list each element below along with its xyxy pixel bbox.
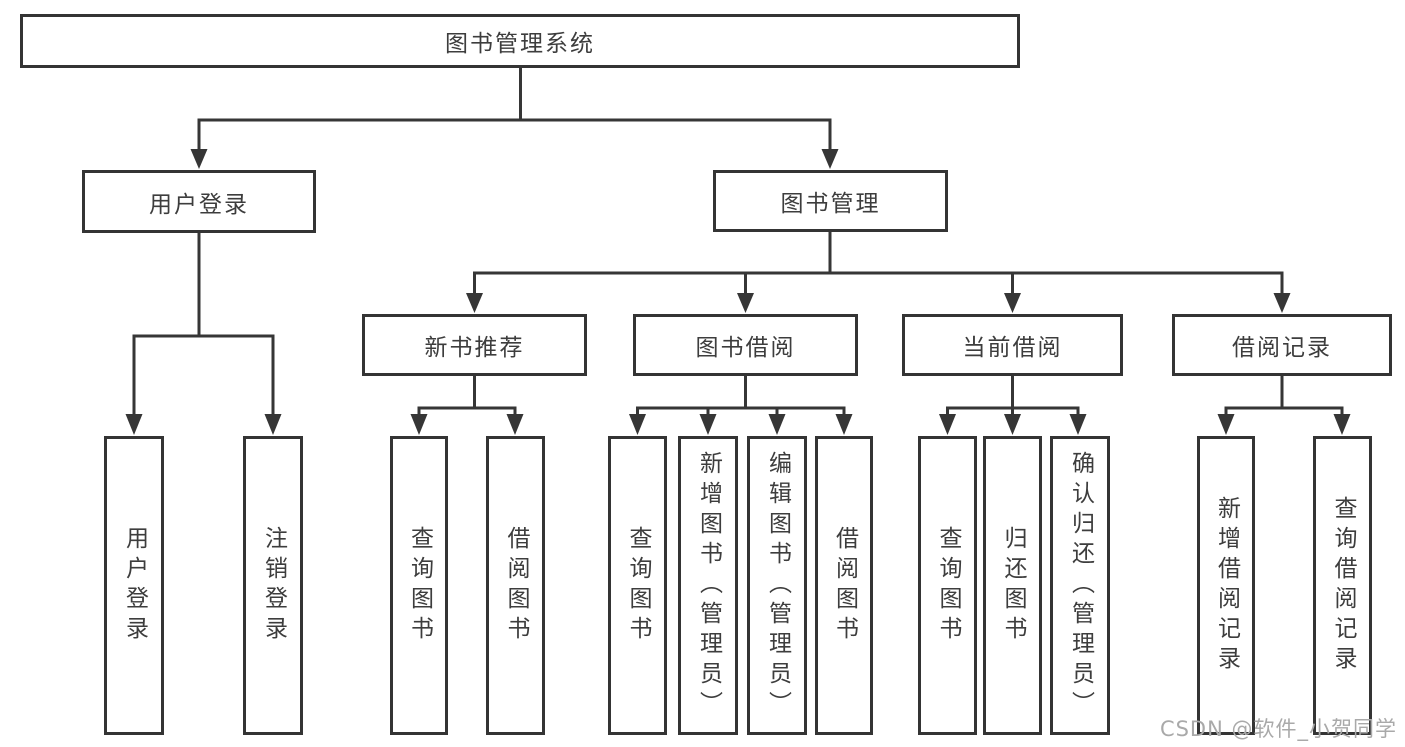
node-label: 图书管理系统 — [445, 31, 595, 57]
node-label: 确认归还（管理员） — [1067, 450, 1094, 721]
arrow-down-icon — [1004, 414, 1021, 435]
leaf-logout: 注销登录 — [243, 436, 303, 735]
node-book-borrowing: 图书借阅 — [633, 314, 858, 376]
leaf-query-books-recommendation: 查询图书 — [390, 436, 448, 735]
node-label: 新增图书（管理员） — [695, 450, 722, 721]
arrow-down-icon — [768, 414, 786, 435]
arrow-down-icon — [264, 414, 282, 435]
node-borrowing-records: 借阅记录 — [1172, 314, 1392, 376]
node-book-management: 图书管理 — [713, 170, 948, 232]
leaf-query-borrow-record: 查询借阅记录 — [1313, 436, 1372, 735]
connector-root-split — [190, 68, 839, 169]
leaf-borrow-books-recommendation: 借阅图书 — [486, 436, 545, 735]
connector-current-borrow-split — [939, 376, 1087, 435]
node-new-book-recommendation: 新书推荐 — [362, 314, 587, 376]
node-label: 借阅记录 — [1232, 335, 1332, 361]
connector-book-borrow-split — [629, 376, 853, 435]
node-library-management-system: 图书管理系统 — [20, 14, 1020, 68]
connector-book-mgmt-split — [466, 232, 1291, 313]
arrow-down-icon — [506, 414, 524, 435]
node-label: 借阅图书 — [831, 525, 858, 646]
arrow-down-icon — [1333, 414, 1351, 435]
leaf-user-login: 用户登录 — [104, 436, 164, 735]
arrow-down-icon — [1069, 414, 1087, 435]
leaf-add-borrow-record: 新增借阅记录 — [1197, 436, 1255, 735]
arrow-down-icon — [699, 414, 717, 435]
leaf-borrow-books: 借阅图书 — [815, 436, 873, 735]
node-label: 用户登录 — [121, 525, 148, 646]
arrow-down-icon — [466, 293, 483, 313]
leaf-edit-books-admin: 编辑图书（管理员） — [747, 436, 807, 735]
arrow-down-icon — [410, 414, 428, 435]
leaf-add-books-admin: 新增图书（管理员） — [678, 436, 738, 735]
node-label: 查询借阅记录 — [1330, 495, 1356, 676]
arrow-down-icon — [737, 293, 754, 313]
node-current-borrowing: 当前借阅 — [902, 314, 1123, 376]
connector-borrow-records-split — [1217, 376, 1351, 435]
node-label: 图书借阅 — [695, 335, 796, 361]
arrow-down-icon — [835, 414, 853, 435]
arrow-down-icon — [125, 414, 143, 435]
connector-new-book-split — [410, 376, 524, 435]
node-label: 查询图书 — [625, 525, 651, 646]
leaf-query-books-current: 查询图书 — [918, 436, 977, 735]
leaf-confirm-return-admin: 确认归还（管理员） — [1050, 436, 1110, 735]
node-label: 借阅图书 — [503, 525, 529, 646]
arrow-down-icon — [190, 149, 208, 169]
arrow-down-icon — [821, 149, 839, 169]
arrow-down-icon — [939, 414, 956, 435]
node-label: 注销登录 — [260, 525, 287, 646]
arrow-down-icon — [629, 414, 646, 435]
csdn-watermark: CSDN @软件_小贺同学 — [1159, 717, 1397, 741]
arrow-down-icon — [1217, 414, 1235, 435]
node-label: 图书管理 — [780, 191, 881, 217]
node-label: 归还图书 — [1000, 525, 1026, 646]
node-label: 查询图书 — [935, 525, 961, 646]
node-label: 新增借阅记录 — [1213, 495, 1240, 676]
node-user-login: 用户登录 — [82, 170, 316, 233]
leaf-query-books-borrowing: 查询图书 — [608, 436, 667, 735]
node-label: 用户登录 — [149, 191, 249, 218]
node-label: 编辑图书（管理员） — [764, 450, 791, 721]
leaf-return-books: 归还图书 — [983, 436, 1042, 735]
node-label: 当前借阅 — [962, 335, 1063, 361]
connector-user-login-split — [125, 233, 282, 435]
arrow-down-icon — [1004, 293, 1021, 313]
node-label: 查询图书 — [406, 525, 433, 646]
arrow-down-icon — [1273, 293, 1291, 313]
node-label: 新书推荐 — [424, 335, 525, 361]
